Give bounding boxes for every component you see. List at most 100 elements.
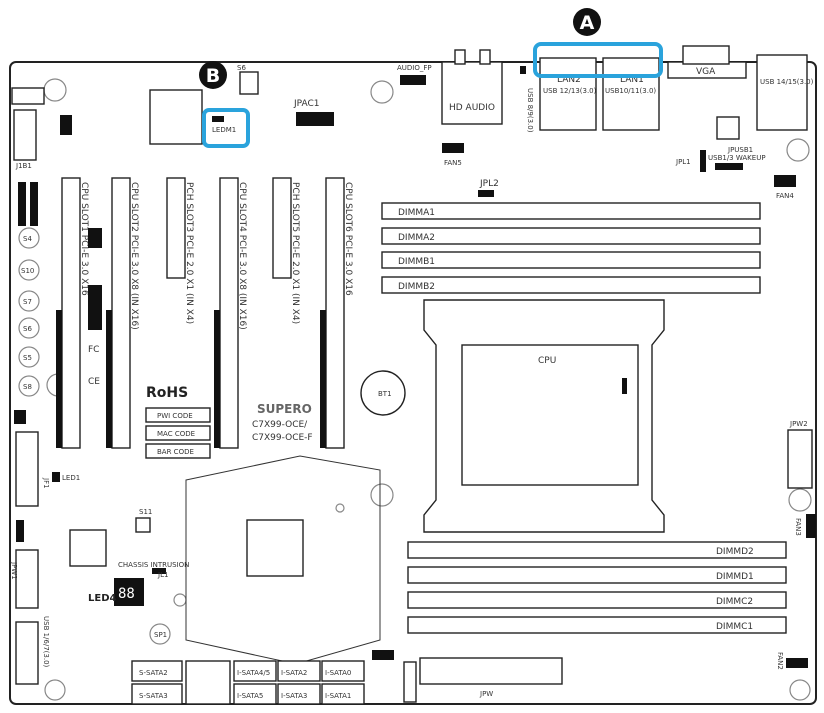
sp1-speaker <box>149 623 171 645</box>
jpw2-label: JPW2 <box>789 420 808 428</box>
highlight-b-box <box>202 108 250 148</box>
jpl1-label: JPL1 <box>675 158 691 166</box>
sata-label: I-SATA0 <box>325 669 351 677</box>
dimma1-label: DIMMA1 <box>398 208 435 218</box>
fan3-label: FAN3 <box>794 518 802 536</box>
bar-code-label: BAR CODE <box>157 448 194 456</box>
s-label: S7 <box>23 298 32 306</box>
led4-display <box>114 578 144 606</box>
s-label: S6 <box>23 325 32 333</box>
brand-logo: SUPERO <box>257 402 312 416</box>
usb-8-9-label: USB 8/9(3.0) <box>526 88 534 133</box>
s11-label: S11 <box>139 508 152 516</box>
callout-a: A <box>573 8 601 36</box>
pcie-slots: CPU SLOT1 PCI-E 3.0 X16 CPU SLOT2 PCI-E … <box>56 177 353 449</box>
jl1-header <box>152 568 166 574</box>
sata-label: I-SATA3 <box>281 692 307 700</box>
s-label: S5 <box>23 354 32 362</box>
model-label-2: C7X99-OCE-F <box>252 433 313 443</box>
cpu-socket: CPU <box>423 299 665 533</box>
power-connectors: JPW JPW2 FAN3 FAN2 <box>372 420 816 703</box>
usb-wakeup-label: USB1/3 WAKEUP <box>708 154 766 162</box>
sata-label: S-SATA3 <box>139 692 168 700</box>
led4-digits: 88 <box>118 586 135 602</box>
sp1-label: SP1 <box>154 631 167 639</box>
lan1-label: LAN1 <box>620 75 644 85</box>
fan2-label: FAN2 <box>776 652 784 670</box>
model-label-1: C7X99-OCE/ <box>252 420 308 430</box>
jl1-label: JL1 <box>157 571 168 579</box>
s-label: S4 <box>23 235 32 243</box>
callout-b-letter: B <box>206 65 220 87</box>
chassis-label: CHASSIS INTRUSION <box>118 561 189 569</box>
jpac1-label: JPAC1 <box>293 99 320 109</box>
fan4-header <box>774 175 796 187</box>
fcc-mark: FC <box>88 345 99 355</box>
dimmd2-label: DIMMD2 <box>716 547 754 557</box>
slot1-label: CPU SLOT1 PCI-E 3.0 X16 <box>79 182 89 296</box>
usb-rear-label: USB 14/15(3.0) <box>760 78 814 86</box>
slot6-label: CPU SLOT6 PCI-E 3.0 X16 <box>343 182 353 296</box>
callout-b: B <box>199 61 227 89</box>
lan2-label: LAN2 <box>557 75 581 85</box>
pch-heatsink <box>185 455 381 665</box>
slot5-label: PCH SLOT5 PCI-E 2.0 X1 (IN X4) <box>290 182 300 324</box>
jf1-label: JF1 <box>42 477 50 489</box>
lan1-sub-label: USB10/11(3.0) <box>605 87 656 95</box>
pwi-code-label: PWI CODE <box>157 412 193 420</box>
mac-code-box <box>145 425 211 441</box>
bar-code-box <box>145 443 211 459</box>
ledm1-header <box>212 116 224 122</box>
jpw-label: JPW <box>479 690 493 698</box>
hd-audio-label: HD AUDIO <box>449 103 495 113</box>
dimma2-label: DIMMA2 <box>398 233 435 243</box>
jpl2-label: JPL2 <box>479 179 499 189</box>
dimmc1-label: DIMMC1 <box>716 622 753 632</box>
s-label-top: S6 <box>237 64 246 72</box>
jpl1-header <box>700 150 706 172</box>
jpl2-header <box>478 190 494 197</box>
fan5-header <box>442 143 464 153</box>
highlight-a-box <box>533 42 663 78</box>
left-jumpers: FC CE <box>18 182 102 387</box>
ce-mark: CE <box>88 377 100 387</box>
sata-label: I-SATA1 <box>325 692 351 700</box>
dimmb2-label: DIMMB2 <box>398 282 435 292</box>
fan5-label: FAN5 <box>444 159 462 167</box>
bt1-battery <box>360 370 406 416</box>
sata-label: I-SATA4/5 <box>237 669 270 677</box>
usb-front-label: USB 1/6/7(3.0) <box>42 616 50 668</box>
audio-fp-header <box>400 75 426 85</box>
jpusb1-header <box>715 163 743 170</box>
cpu-label: CPU <box>538 356 556 366</box>
top-left-components: S6 J1B1 <box>11 64 259 170</box>
s-label: S8 <box>23 383 32 391</box>
led1-label: LED1 <box>62 474 80 482</box>
rohs-label: RoHS <box>146 385 188 401</box>
jpusb1-label: JPUSB1 <box>727 146 753 154</box>
slot2-label: CPU SLOT2 PCI-E 3.0 X8 (IN X16) <box>129 182 139 330</box>
dimm-slots-lower: DIMMD2 DIMMD1 DIMMC2 DIMMC1 <box>407 541 787 634</box>
vga-label: VGA <box>696 67 716 77</box>
dimm-slots-upper: DIMMA1 DIMMA2 DIMMB1 DIMMB2 <box>381 202 761 294</box>
jpac1-header <box>296 112 334 126</box>
s11-switch <box>135 517 151 533</box>
rear-io: HD AUDIO LAN2 USB 12/13(3.0) LAN1 USB10/… <box>441 45 814 133</box>
mac-code-label: MAC CODE <box>157 430 195 438</box>
lan2-sub-label: USB 12/13(3.0) <box>543 87 597 95</box>
dimmd1-label: DIMMD1 <box>716 572 754 582</box>
s-label: S10 <box>21 267 34 275</box>
slot3-label: PCH SLOT3 PCI-E 2.0 X1 (IN X4) <box>184 182 194 324</box>
jpusb1-chip <box>716 116 740 140</box>
dimmb1-label: DIMMB1 <box>398 257 435 267</box>
left-headers: LED1 JF1 JPW1 USB 1/6/7(3.0) <box>10 410 80 685</box>
fan4-label: FAN4 <box>776 192 794 200</box>
sata-label: S-SATA2 <box>139 669 168 677</box>
left-standoffs: S4 S10 S7 S6 S5 S8 <box>18 227 40 397</box>
jpw1-label: JPW1 <box>10 561 18 580</box>
led4-label: LED4 <box>88 593 117 604</box>
sata-label: I-SATA5 <box>237 692 263 700</box>
j-label: J1B1 <box>15 162 32 170</box>
super-io-chip <box>69 529 107 567</box>
